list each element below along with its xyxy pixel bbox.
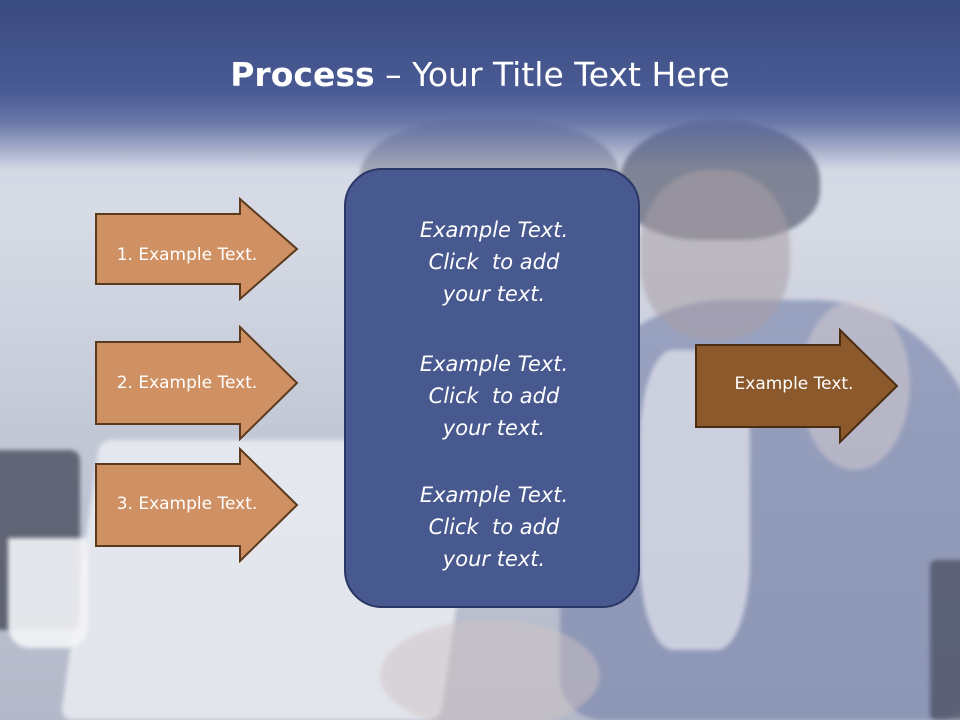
center-item-2: Example Text. Click to add your text. <box>346 348 642 444</box>
result-label: Example Text. <box>734 374 854 394</box>
title-band <box>0 0 960 170</box>
center-text-box[interactable]: Example Text. Click to add your text. Ex… <box>344 168 640 608</box>
background-photo-face <box>640 170 790 340</box>
center-item-2-line1: Example Text. <box>419 352 569 376</box>
step-2-arrow[interactable] <box>94 325 300 441</box>
background-photo-cup <box>8 538 88 648</box>
background-photo-hand <box>380 620 600 720</box>
center-item-3-line1: Example Text. <box>419 483 569 507</box>
step-1-label: 1. Example Text. <box>116 245 258 265</box>
step-1-arrow[interactable] <box>94 197 300 301</box>
center-item-1-line1: Example Text. <box>419 218 569 242</box>
center-item-3: Example Text. Click to add your text. <box>346 479 642 575</box>
center-item-1-line3: your text. <box>442 282 546 306</box>
step-2-label: 2. Example Text. <box>116 373 258 393</box>
center-item-3-line3: your text. <box>442 547 546 571</box>
title-bold: Process <box>230 55 375 94</box>
center-item-2-line2: Click to add <box>428 384 560 408</box>
result-arrow[interactable] <box>694 328 900 444</box>
step-3-arrow[interactable] <box>94 447 300 563</box>
background-photo-chair <box>930 560 960 720</box>
center-item-3-line2: Click to add <box>428 515 560 539</box>
center-item-1: Example Text. Click to add your text. <box>346 214 642 310</box>
step-3-label: 3. Example Text. <box>116 494 258 514</box>
title-rest: – Your Title Text Here <box>374 55 730 94</box>
center-item-1-line2: Click to add <box>428 250 560 274</box>
slide-title[interactable]: Process – Your Title Text Here <box>0 50 960 100</box>
center-item-2-line3: your text. <box>442 416 546 440</box>
